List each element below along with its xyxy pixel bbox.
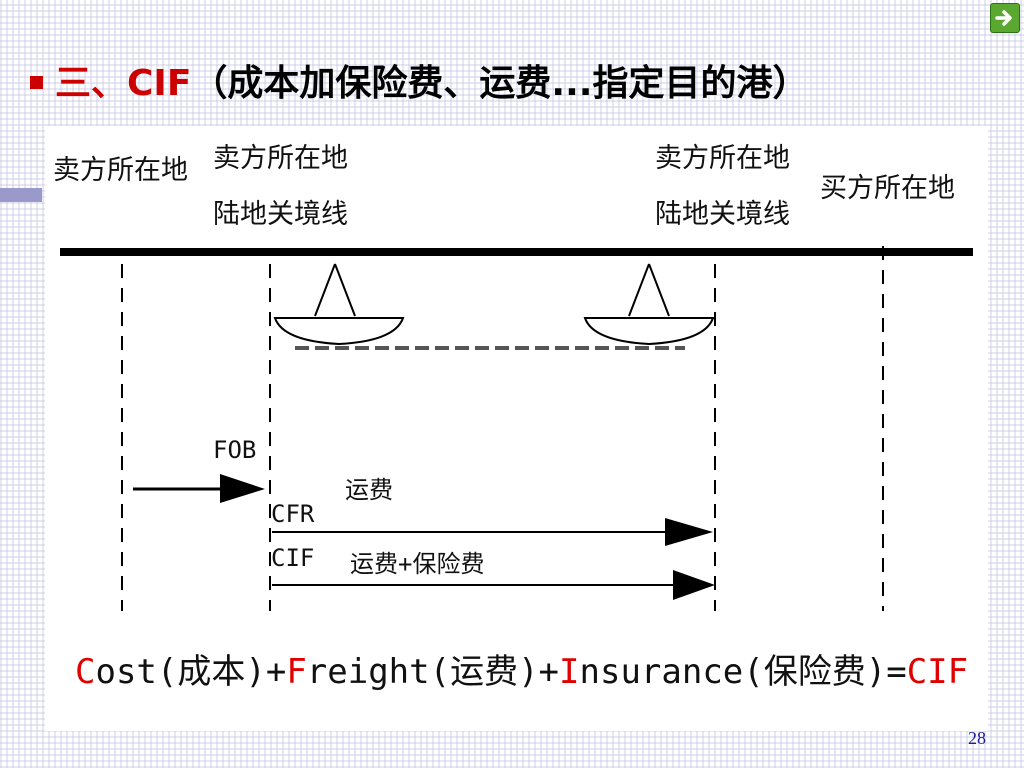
formula-cost-initial: C (75, 652, 96, 692)
formula-insurance-rest: nsurance(保险费)= (579, 652, 907, 692)
slide-title: 三、CIF（成本加保险费、运费...指定目的港） (55, 54, 808, 106)
seller-border-label-line1: 卖方所在地 (213, 143, 348, 174)
cfr-label: CFR (271, 500, 315, 528)
fob-label: FOB (213, 436, 256, 464)
formula-freight-rest: reight(运费)+ (306, 652, 560, 692)
buyer-border-label-line2: 陆地关境线 (655, 199, 790, 230)
diagram-panel: 卖方所在地 卖方所在地 陆地关境线 卖方所在地 陆地关境线 买方所在地 (45, 126, 988, 731)
seller-border-label-line2: 陆地关境线 (213, 199, 348, 230)
page-number: 28 (968, 728, 986, 748)
arrival-ship (583, 263, 715, 346)
title-description: （成本加保险费、运费...指定目的港） (191, 63, 809, 104)
buyer-location-label: 买方所在地 (820, 173, 955, 204)
slide-title-row: 三、CIF（成本加保险费、运费...指定目的港） (30, 55, 808, 105)
cif-diagram: FOB CFR CIF 运费 运费+保险费 (60, 246, 973, 611)
buyer-border-label-line1: 卖方所在地 (655, 143, 790, 174)
side-decoration-bar (0, 188, 42, 202)
freight-insurance-label: 运费+保险费 (350, 550, 484, 578)
cif-formula: Cost(成本)+Freight(运费)+Insurance(保险费)=CIF (75, 644, 968, 693)
formula-insurance-initial: I (559, 652, 580, 692)
formula-result: CIF (906, 652, 969, 692)
title-number: 三、CIF (55, 63, 192, 104)
seller-location-label: 卖方所在地 (53, 155, 188, 186)
next-slide-button[interactable] (990, 3, 1020, 33)
cif-arrow (272, 570, 715, 600)
departure-ship (273, 263, 405, 346)
cif-label: CIF (271, 544, 314, 572)
freight-label: 运费 (345, 476, 393, 504)
bullet-square (30, 75, 43, 89)
formula-cost-rest: ost(成本)+ (95, 652, 287, 692)
arrow-right-icon (995, 10, 1012, 26)
fob-arrow (133, 474, 265, 503)
cfr-arrow (272, 518, 713, 546)
formula-freight-initial: F (286, 652, 307, 692)
